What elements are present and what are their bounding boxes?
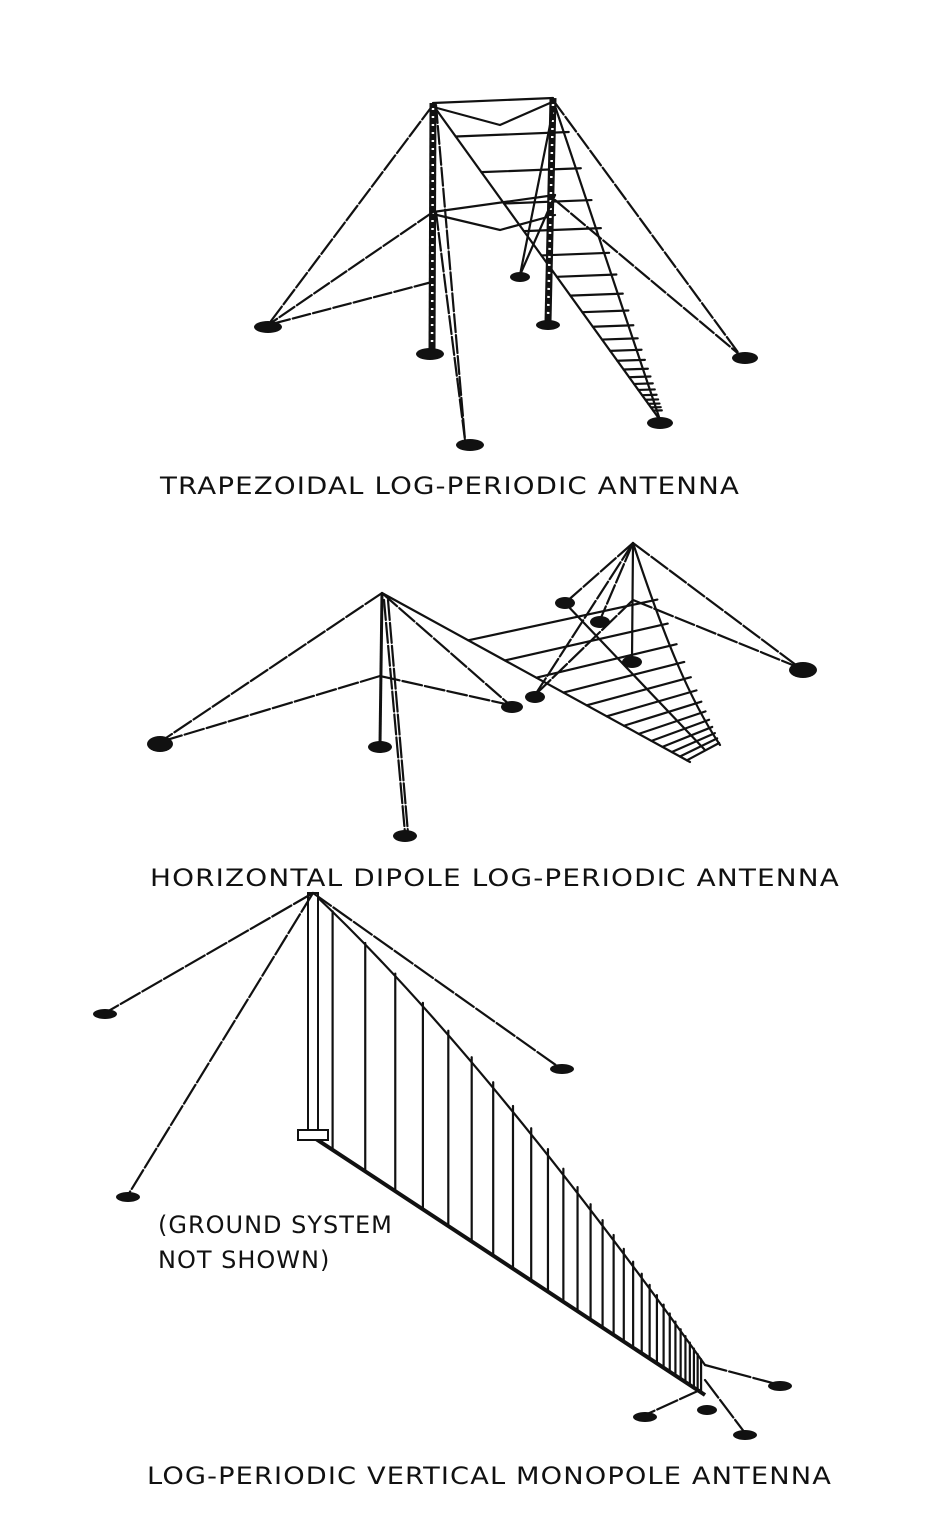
left-tower-lattice [430,107,435,349]
guy-wires [158,541,802,835]
left-tower [428,102,437,353]
antenna-element [678,737,719,758]
curtain-edge [551,98,662,422]
antenna-element [585,676,692,707]
curtain-feeder [563,601,707,752]
antenna-element [503,622,669,662]
mid-truss [435,213,557,232]
right-tower [544,97,557,323]
guy-wires [266,98,742,442]
antenna-element [581,309,630,314]
vertical-monopole-caption: LOG-PERIODIC VERTICAL MONOPOLE ANTENNA [147,1462,832,1490]
anchors [254,272,758,451]
antenna-element [628,375,652,379]
mast-base [297,1129,329,1141]
antenna-element [632,382,654,386]
top-catenary [311,891,707,1367]
support-mast [307,892,319,1136]
anchors [93,1009,792,1440]
antenna-element [622,700,703,727]
monopole-elements [331,910,703,1394]
guy-wires [103,891,782,1435]
vertical-monopole-antenna-drawing [93,891,792,1440]
antenna-element [685,741,721,762]
left-mast [378,592,384,746]
top-beam [431,96,555,105]
curtain-edge [631,541,722,747]
ground-note-line1: (GROUND SYSTEM [158,1211,393,1239]
antenna-element [605,689,698,718]
antenna-element [555,273,618,278]
antenna-element [661,725,714,748]
anchors [147,597,817,842]
curtain-edge [380,591,692,764]
antenna-element [591,324,635,328]
mid-beam [431,193,557,214]
trapezoidal-curtain-elements [454,130,663,412]
top-truss [435,101,552,127]
antenna-element [670,731,716,754]
antenna-element [480,167,582,174]
horizontal-dipole-antenna-drawing [147,541,817,842]
horizontal-dipole-caption: HORIZONTAL DIPOLE LOG-PERIODIC ANTENNA [150,864,840,892]
boom [311,1135,707,1397]
trapezoidal-antenna-drawing [254,96,758,451]
antenna-element [637,710,707,735]
ground-note-line2: NOT SHOWN) [158,1246,330,1274]
antenna-element [562,660,686,694]
antenna-element [650,718,711,742]
trapezoidal-caption: TRAPEZOIDAL LOG-PERIODIC ANTENNA [159,472,740,500]
antenna-element [569,292,624,297]
